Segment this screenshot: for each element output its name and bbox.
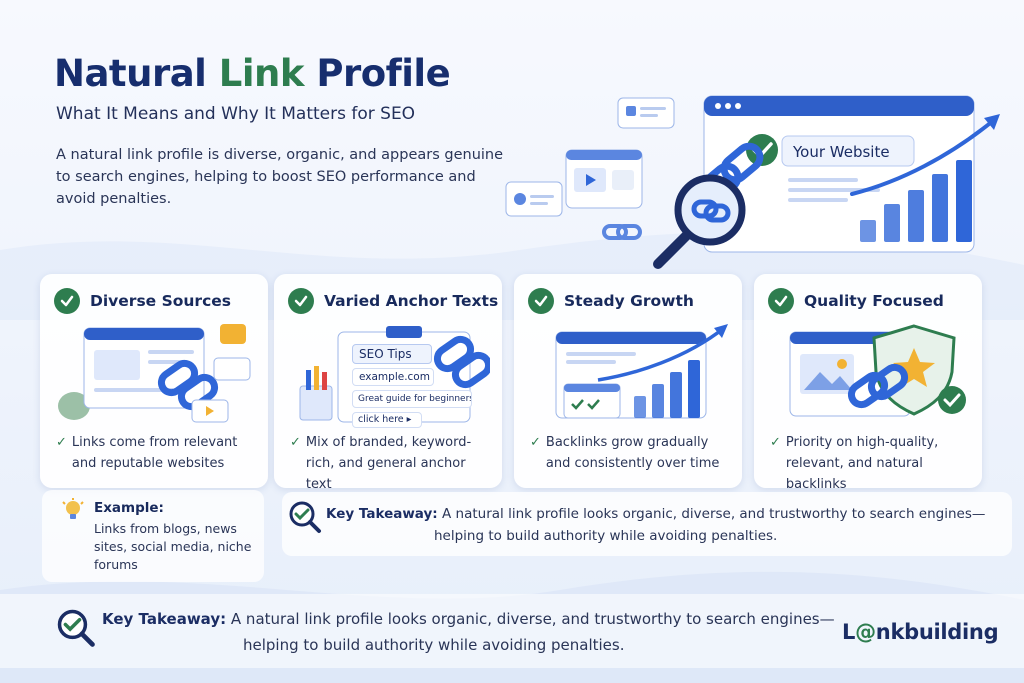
growth-bar-chart-icon — [860, 160, 972, 242]
card-quality-focused: Quality Focused ✓ Priority on high-qualit… — [754, 274, 982, 492]
pencil-cup-icon — [299, 385, 333, 421]
clipboard-clip-icon — [386, 326, 422, 338]
check-circle-icon — [768, 288, 794, 314]
verified-check-icon — [938, 386, 966, 414]
takeaway-text-line2: helping to build authority while avoidin… — [434, 528, 778, 544]
chat-bubble-icon — [220, 324, 246, 344]
example-text: Links from blogs, news sites, social med… — [94, 521, 252, 572]
takeaway-label: Key Takeaway: — [102, 610, 227, 628]
tick-icon: ✓ — [56, 435, 67, 450]
hero-illustration — [505, 95, 1000, 269]
page-description: A natural link profile is diverse, organ… — [56, 147, 504, 207]
card-description: Links come from relevant and reputable w… — [71, 435, 238, 471]
card-description: Mix of branded, keyword-rich, and genera… — [305, 435, 472, 492]
magnifying-glass-icon — [653, 174, 746, 269]
takeaway-text-line1: A natural link profile looks organic, di… — [442, 506, 986, 522]
check-circle-icon — [288, 288, 314, 314]
diverse-sources-illustration — [58, 324, 251, 423]
card-title: Varied Anchor Texts — [324, 292, 499, 310]
magnifier-check-icon — [57, 609, 95, 647]
card-title: Diverse Sources — [90, 292, 231, 310]
brand-logo: L@nkbuilding — [842, 620, 999, 644]
check-circle-icon — [54, 288, 80, 314]
quality-focused-illustration — [789, 324, 966, 417]
website-window-icon — [703, 95, 975, 253]
anchor-example-guide: Great guide for beginners — [352, 390, 472, 408]
card-title: Quality Focused — [804, 292, 944, 310]
takeaway-text-line2: helping to build authority while avoidin… — [243, 636, 625, 654]
anchor-example-seo-tips: SEO Tips — [352, 344, 432, 364]
example-title: Example: — [94, 500, 164, 516]
page-subtitle: What It Means and Why It Matters for SEO — [56, 104, 416, 124]
tick-icon: ✓ — [530, 435, 541, 450]
lightbulb-icon — [62, 498, 84, 519]
bottom-takeaway-banner: Key Takeaway: A natural link profile loo… — [0, 594, 1024, 668]
example-box: Example: Links from blogs, news sites, s… — [42, 490, 264, 582]
card-steady-growth: Steady Growth ✓ Backlinks grow gradually … — [514, 274, 742, 488]
page-title: Natural Link Profile — [54, 52, 451, 95]
plant-icon — [58, 392, 90, 420]
small-chain-link-icon — [602, 224, 642, 240]
chain-link-icon — [433, 335, 490, 389]
key-takeaway-card: Key Takeaway: A natural link profile loo… — [282, 492, 1012, 556]
brand-link-icon: @ — [855, 620, 876, 644]
card-description: Backlinks grow gradually and consistentl… — [545, 435, 720, 471]
floating-toggle-card-icon — [505, 181, 563, 217]
calendar-icon — [563, 383, 621, 419]
tick-icon: ✓ — [290, 435, 301, 450]
card-title: Steady Growth — [564, 292, 694, 310]
steady-growth-illustration — [555, 324, 728, 419]
tick-icon: ✓ — [770, 435, 781, 450]
anchor-example-click-here: click here ▸ — [352, 412, 422, 428]
chain-link-icon — [847, 363, 909, 409]
check-circle-icon — [528, 288, 554, 314]
magnifier-check-icon — [289, 501, 321, 533]
takeaway-label: Key Takeaway: — [326, 506, 438, 522]
anchor-example-domain: example.com — [352, 368, 434, 386]
takeaway-text-line1: A natural link profile looks organic, di… — [230, 610, 835, 628]
floating-card-icon — [617, 97, 675, 129]
website-label: Your Website — [793, 143, 890, 161]
floating-video-card-icon — [565, 149, 643, 209]
growth-arrow-icon — [850, 114, 1000, 196]
card-diverse-sources: Diverse Sources ✓ Links come from relevan… — [40, 274, 268, 488]
card-varied-anchor-texts: Varied Anchor Texts SEO Tips example.com… — [274, 274, 502, 492]
card-description: Priority on high-quality, relevant, and … — [785, 435, 939, 492]
growth-arrow-icon — [597, 326, 726, 382]
growth-bar-chart-icon — [634, 360, 700, 418]
image-placeholder-icon — [800, 354, 854, 394]
